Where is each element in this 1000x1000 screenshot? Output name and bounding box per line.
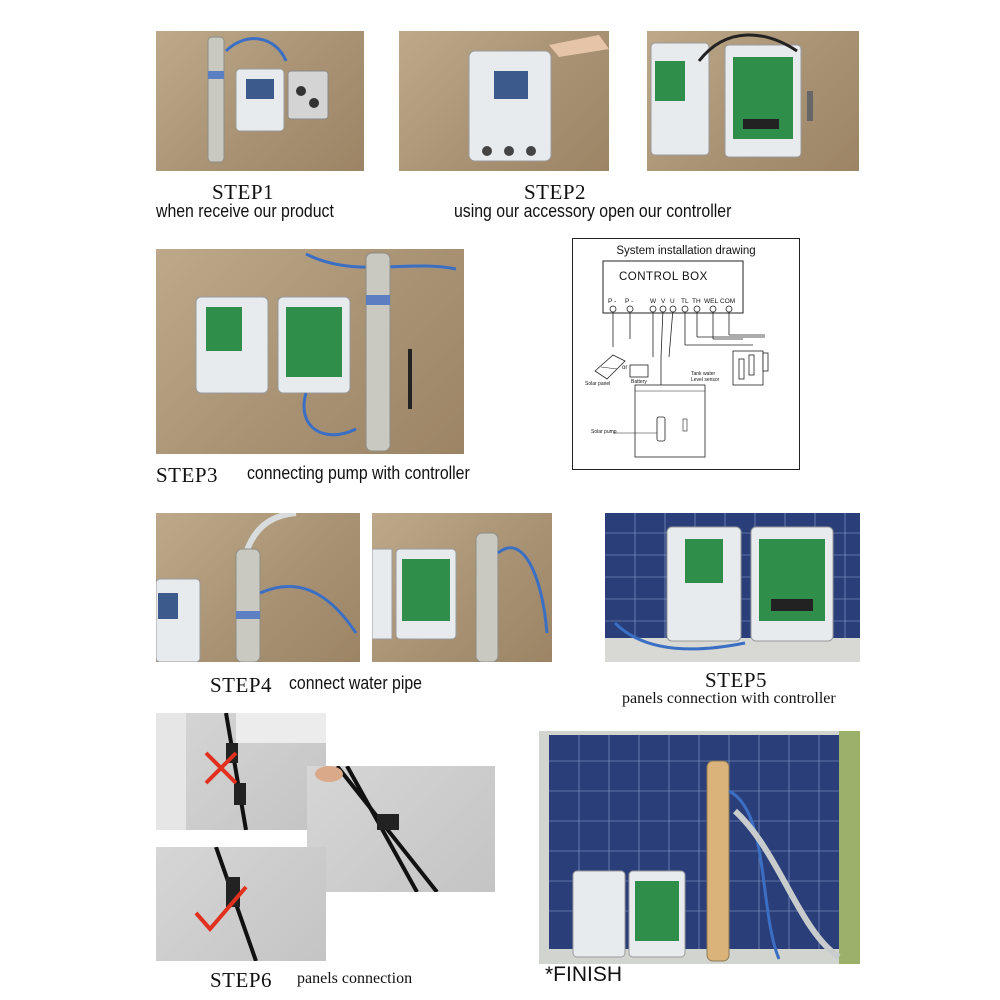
step3-description: connecting pump with controller (247, 463, 470, 483)
terminal-u: U (670, 298, 675, 305)
step6-title: STEP6 (210, 968, 273, 992)
step1-product-illustration (207, 36, 329, 163)
tank-sensor-label-2: Level sensor (691, 377, 720, 383)
step5-title: STEP5 (705, 668, 768, 692)
step1-description: when receive our product (156, 201, 334, 221)
terminal-com: COM (720, 298, 736, 305)
photo-step5-panels (605, 513, 860, 662)
solar-panel-label: Solar panel (585, 381, 611, 387)
step5-description: panels connection with controller (622, 690, 836, 707)
system-installation-diagram: System installation drawing (572, 238, 800, 470)
step6-hands-illustration (315, 766, 439, 892)
step4-assembled-illustration (372, 532, 549, 662)
or-label: or (622, 365, 628, 371)
tank-sensor-label-1: Tank water (691, 371, 716, 377)
terminal-w: W (650, 298, 657, 305)
step4-pipe-illustration (156, 513, 358, 662)
battery-label: Battery (631, 379, 647, 385)
terminal-v: V (661, 298, 666, 305)
photo-step6-correct-connection (156, 847, 326, 961)
control-box-label: CONTROL BOX (619, 271, 708, 283)
step2-description: using our accessory open our controller (454, 201, 732, 221)
step2-open-controller-illustration (650, 33, 813, 158)
step5-illustration (605, 513, 860, 662)
step3-illustration (195, 252, 457, 452)
photo-step6-wrong-connection (156, 713, 326, 830)
photo-step4-assembled (372, 513, 552, 662)
wiring-lines (594, 260, 769, 458)
step6-correct-illustration (194, 847, 258, 961)
step4-description: connect water pipe (289, 673, 422, 693)
step6-description: panels connection (297, 970, 413, 987)
terminal-wel: WEL (704, 298, 719, 305)
terminal-tl: TL (681, 298, 689, 305)
photo-step2-controller-open (647, 31, 859, 171)
step6-wrong-illustration (156, 713, 326, 830)
terminal-p-minus-1: P - (608, 298, 617, 305)
solar-pump-label: Solar pump (591, 429, 617, 435)
photo-step6-hands-connecting (307, 766, 495, 892)
photo-step1-product (156, 31, 364, 171)
diagram-title: System installation drawing (616, 245, 756, 257)
finish-illustration (539, 731, 860, 964)
step1-title: STEP1 (212, 180, 275, 204)
step2-controller-illustration (468, 35, 609, 162)
step2-title: STEP2 (524, 180, 587, 204)
photo-step4-pipe (156, 513, 360, 662)
terminal-th: TH (692, 298, 701, 305)
photo-step2-controller-closed (399, 31, 609, 171)
photo-step3-connecting (156, 249, 464, 454)
terminal-p-minus-2: P - (625, 298, 634, 305)
photo-finish-installed (539, 731, 860, 964)
finish-label: *FINISH (545, 963, 623, 986)
step3-title: STEP3 (156, 463, 219, 487)
step4-title: STEP4 (210, 673, 273, 697)
